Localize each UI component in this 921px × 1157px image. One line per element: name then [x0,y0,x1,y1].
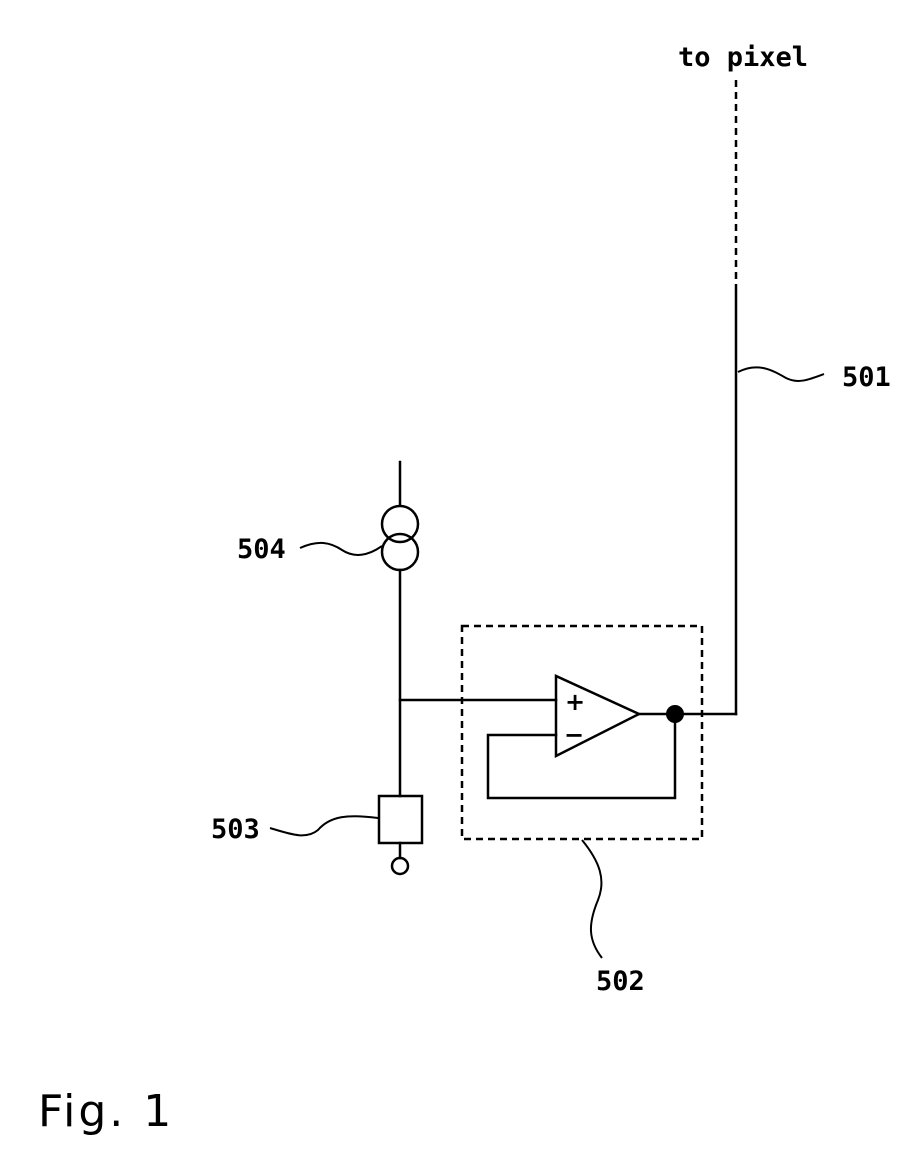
terminal-circle [392,858,408,874]
label-503: 503 [211,814,260,845]
figure-caption: Fig. 1 [38,1086,174,1137]
opamp-plus-sign: + [565,688,585,716]
leader-502 [582,840,602,958]
label-501: 501 [842,362,891,393]
switch-503 [379,796,422,843]
label-502: 502 [596,966,645,997]
leader-503 [270,816,378,835]
leader-501 [738,367,824,381]
to-pixel-label: to pixel [678,42,808,73]
current-source-504 [382,506,418,570]
opamp-minus-sign: − [564,721,584,749]
label-504: 504 [237,534,286,565]
leader-504 [300,543,382,555]
